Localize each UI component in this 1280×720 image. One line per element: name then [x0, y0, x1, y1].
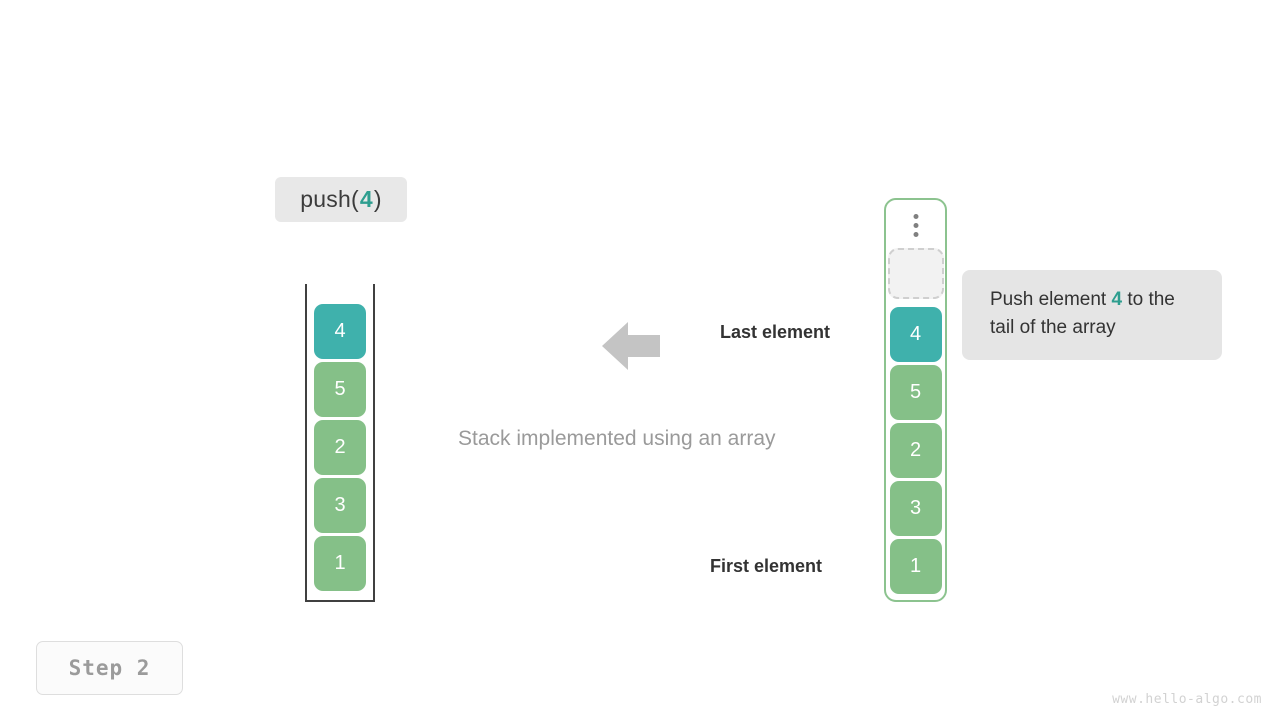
arrow-left-icon: [602, 322, 660, 370]
label-last-element: Last element: [720, 322, 831, 342]
tooltip-text-after: to the tail of the array: [990, 289, 1175, 338]
vertical-ellipsis-icon: [913, 214, 918, 237]
stack-floor: [305, 600, 375, 602]
array-cell: 5: [889, 365, 942, 420]
stack-wall-left: [305, 284, 307, 602]
array-container: 4 5 2 3 1: [884, 198, 947, 602]
stack-cell-list: 4 5 2 3 1: [314, 304, 366, 591]
stack-cell: 4: [314, 304, 366, 359]
array-cell: 3: [889, 481, 942, 536]
array-cell-list: 4 5 2 3 1: [889, 307, 942, 594]
ellipsis-dot: [913, 214, 918, 219]
ellipsis-dot: [913, 223, 918, 228]
label-first-element: First element: [710, 556, 823, 576]
tooltip-text-before: Push element: [990, 289, 1112, 310]
tooltip-emphasis: 4: [1111, 289, 1123, 310]
tooltip-callout: Push element 4 to the tail of the array: [962, 270, 1222, 360]
array-empty-slot: [887, 248, 944, 299]
stack-cell: 2: [314, 420, 366, 475]
stack-caption: Stack implemented using an array: [458, 427, 776, 450]
ellipsis-dot: [913, 232, 918, 237]
step-badge: Step 2: [36, 641, 183, 695]
stack-cell: 3: [314, 478, 366, 533]
operation-close-paren: ): [373, 186, 382, 212]
operation-argument: 4: [359, 186, 373, 212]
stack-wall-right: [373, 284, 375, 602]
stack-cell: 5: [314, 362, 366, 417]
stack-container: 4 5 2 3 1: [305, 284, 375, 602]
watermark: www.hello-algo.com: [1112, 692, 1262, 707]
operation-name: push(: [300, 186, 359, 212]
stack-cell: 1: [314, 536, 366, 591]
operation-label: push(4): [275, 177, 407, 222]
array-cell: 1: [889, 539, 942, 594]
array-cell: 2: [889, 423, 942, 478]
array-cell: 4: [889, 307, 942, 362]
